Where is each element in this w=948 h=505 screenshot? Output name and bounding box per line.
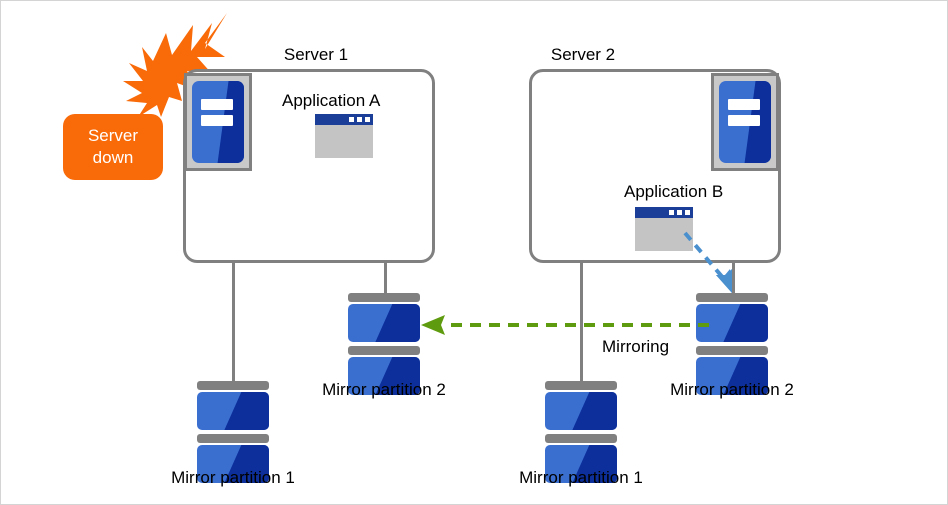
application-b-label: Application B <box>624 182 724 201</box>
app-window-dot <box>685 210 690 215</box>
app-window-icon <box>315 114 373 158</box>
server-down-badge: Server down <box>63 114 163 180</box>
app-write-arrow <box>681 229 751 299</box>
server-1-partition-2-connector <box>384 263 387 295</box>
server-1-partition-1-connector <box>232 263 235 384</box>
s1-mirror-partition-1-label: Mirror partition 1 <box>171 468 295 487</box>
app-window-titlebar <box>635 207 693 218</box>
lightning-burst-icon <box>109 5 241 123</box>
mirroring-label: Mirroring <box>602 337 670 356</box>
server-down-line1: Server <box>87 126 139 145</box>
s2-mirror-partition-2-label: Mirror partition 2 <box>670 380 794 399</box>
app-window-dot <box>677 210 682 215</box>
server-2-partition-1-connector <box>580 263 583 384</box>
server-1-title: Server 1 <box>283 45 349 64</box>
app-window-dot <box>349 117 354 122</box>
server-machine-icon <box>711 73 779 171</box>
app-window-icon <box>635 207 693 251</box>
app-window-dot <box>365 117 370 122</box>
app-window-dot <box>669 210 674 215</box>
mirroring-arrow <box>419 313 709 337</box>
application-a-label: Application A <box>282 91 381 110</box>
server-machine-icon <box>184 73 252 171</box>
s2-mirror-partition-1-label: Mirror partition 1 <box>519 468 643 487</box>
app-window-titlebar <box>315 114 373 125</box>
app-window-dot <box>357 117 362 122</box>
server-2-partition-2-connector <box>732 263 735 295</box>
s1-mirror-partition-2-icon <box>348 293 420 395</box>
s2-mirror-partition-1-icon <box>545 381 617 483</box>
server-down-line2: down <box>92 148 134 167</box>
server-2-title: Server 2 <box>550 45 616 64</box>
s1-mirror-partition-1-icon <box>197 381 269 483</box>
s1-mirror-partition-2-label: Mirror partition 2 <box>322 380 446 399</box>
